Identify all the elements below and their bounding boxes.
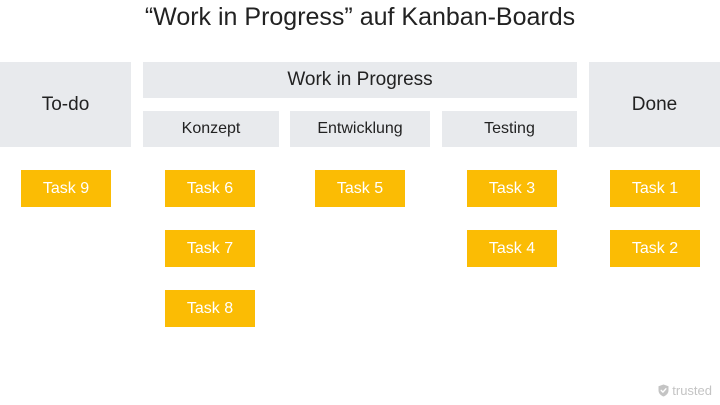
task-card: Task 7 <box>165 230 255 267</box>
subcolumn-header-testing: Testing <box>442 111 577 147</box>
subcolumn-header-entwicklung: Entwicklung <box>290 111 430 147</box>
brand-watermark: trusted <box>658 383 712 398</box>
column-header-todo: To-do <box>0 62 131 147</box>
task-card: Task 2 <box>610 230 700 267</box>
page-title: “Work in Progress” auf Kanban-Boards <box>144 3 576 31</box>
task-card: Task 4 <box>467 230 557 267</box>
task-card: Task 6 <box>165 170 255 207</box>
subcolumn-header-konzept: Konzept <box>143 111 279 147</box>
task-card: Task 1 <box>610 170 700 207</box>
brand-text: trusted <box>672 383 712 398</box>
shield-check-icon <box>658 384 669 397</box>
column-header-work-in-progress: Work in Progress <box>143 62 577 98</box>
task-card: Task 8 <box>165 290 255 327</box>
task-card: Task 3 <box>467 170 557 207</box>
task-card: Task 9 <box>21 170 111 207</box>
column-header-done: Done <box>589 62 720 147</box>
task-card: Task 5 <box>315 170 405 207</box>
